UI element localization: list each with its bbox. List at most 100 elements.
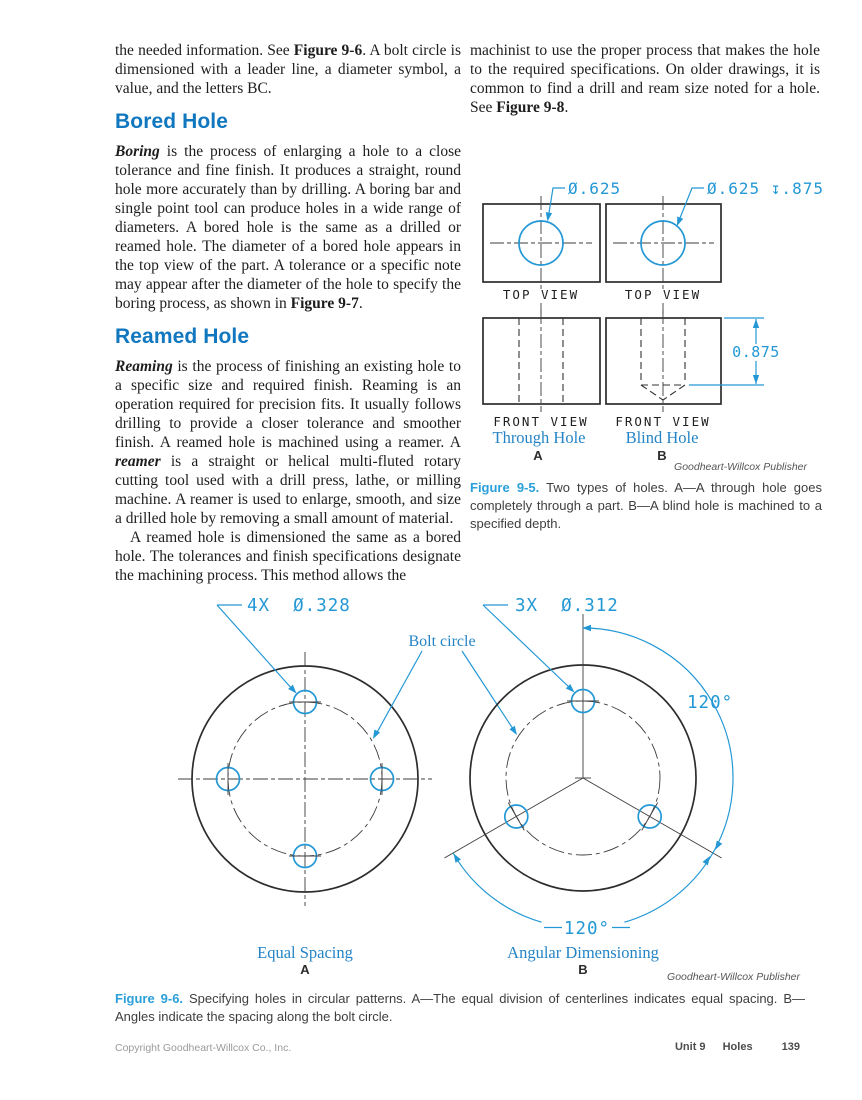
hole-circle xyxy=(637,804,663,829)
paragraph-reamed-dimensioning: A reamed hole is dimensioned the same as… xyxy=(115,529,461,584)
arrowhead-icon xyxy=(677,216,684,226)
arrowhead-icon xyxy=(565,683,575,693)
key-term-reaming: Reaming xyxy=(115,358,173,375)
text-run: is a straight or helical multi-fluted ro… xyxy=(115,453,461,527)
arrowhead-icon xyxy=(453,853,461,863)
figure-9-6-drawing: 4X Ø.328 Bolt circle xyxy=(178,596,734,939)
leader-diameter-left: Ø.625 xyxy=(545,179,621,222)
view-label-top-a: TOP VIEW xyxy=(503,287,579,302)
leader-line xyxy=(547,187,565,220)
part-outline xyxy=(482,203,601,283)
bolt-pattern-equal-spacing xyxy=(178,652,432,906)
arrowhead-icon xyxy=(509,725,517,735)
diameter-dimension: Ø.625 xyxy=(568,179,621,198)
part-outline xyxy=(605,317,722,405)
leader-line xyxy=(461,650,516,733)
label-blind-hole: Blind Hole xyxy=(625,428,699,447)
page-number: 139 xyxy=(781,1041,800,1053)
text-run: . xyxy=(358,295,363,312)
running-footer: Unit 9 Holes 139 xyxy=(675,1041,800,1053)
arrowhead-icon xyxy=(373,729,381,739)
hole-centermark xyxy=(507,802,525,831)
section-label: Holes xyxy=(722,1041,753,1053)
arrowhead-icon xyxy=(715,840,723,850)
text-run: is the process of finishing an existing … xyxy=(115,358,461,451)
figure-9-5-drawing: Ø.625 Ø.625 ↧.875 TOP VIEW TOP VIEW xyxy=(482,179,824,429)
left-column: the needed information. See Figure 9-6. … xyxy=(115,41,461,585)
arrowhead-icon xyxy=(288,684,297,694)
dimension-arc xyxy=(582,627,734,854)
hole-centermark xyxy=(641,802,659,831)
part-outline xyxy=(605,203,722,283)
leader-3x-holes: 3X Ø.312 xyxy=(482,596,619,693)
leader-line xyxy=(216,604,294,691)
hole-dimension-a: 4X Ø.328 xyxy=(247,596,351,616)
leader-line xyxy=(677,187,704,224)
arrowhead-icon xyxy=(702,856,710,866)
key-term-reamer: reamer xyxy=(115,453,161,470)
figure-9-6: 4X Ø.328 Bolt circle xyxy=(115,570,815,939)
view-label-front-b: FRONT VIEW xyxy=(615,414,710,429)
dimension-arc xyxy=(452,852,542,923)
copyright-notice: Copyright Goodheart-Willcox Co., Inc. xyxy=(115,1042,292,1054)
depth-value: 0.875 xyxy=(732,343,780,361)
text-run: machinist to use the proper process that… xyxy=(470,42,820,116)
figure-9-5: Ø.625 Ø.625 ↧.875 TOP VIEW TOP VIEW xyxy=(467,160,860,478)
spoke-centerline xyxy=(444,777,584,859)
figure-9-6-caption: Figure 9-6. Specifying holes in circular… xyxy=(115,990,805,1026)
paragraph-machinist: machinist to use the proper process that… xyxy=(470,41,820,117)
label-through-hole: Through Hole xyxy=(492,428,586,447)
figure-9-5-caption-text: Two types of holes. A—A through hole goe… xyxy=(470,480,822,531)
unit-label: Unit 9 xyxy=(674,1041,706,1053)
angle-value-bottom: 120° xyxy=(564,919,610,938)
leader-diameter-right: Ø.625 ↧.875 xyxy=(677,179,824,226)
text-run: is the process of enlarging a hole to a … xyxy=(115,143,461,312)
label-angular-dimensioning: Angular Dimensioning xyxy=(507,943,659,962)
label-a: A xyxy=(533,448,543,463)
bolt-pattern-angular xyxy=(444,614,722,892)
top-view-through xyxy=(482,196,601,290)
top-view-blind xyxy=(605,196,722,290)
view-label-front-a: FRONT VIEW xyxy=(493,414,588,429)
diameter-depth-dimension: Ø.625 ↧.875 xyxy=(707,179,824,198)
angle-dimension-right: 120° xyxy=(582,624,734,854)
arrowhead-icon xyxy=(752,375,760,384)
heading-reamed-hole: Reamed Hole xyxy=(115,325,250,348)
text-run: . xyxy=(564,99,569,116)
bolt-circle-callout: Bolt circle xyxy=(373,633,517,739)
arrowhead-icon xyxy=(582,624,591,632)
angle-dimension-bottom: 120° xyxy=(452,852,714,939)
publisher-credit: Goodheart-Willcox Publisher xyxy=(674,461,807,473)
label-b: B xyxy=(578,962,588,977)
right-column: machinist to use the proper process that… xyxy=(470,41,820,117)
publisher-credit: Goodheart-Willcox Publisher xyxy=(667,971,800,983)
heading-bored-hole: Bored Hole xyxy=(115,110,229,133)
hole-circle xyxy=(518,220,564,266)
label-equal-spacing: Equal Spacing xyxy=(257,943,353,962)
key-term-boring: Boring xyxy=(115,143,160,160)
figure-reference: Figure 9-6 xyxy=(293,42,363,59)
hole-circle xyxy=(503,804,529,829)
hole-dimension-b: 3X Ø.312 xyxy=(515,596,619,616)
bolt-circle-label: Bolt circle xyxy=(408,633,475,650)
paragraph-intro: the needed information. See Figure 9-6. … xyxy=(115,41,461,98)
figure-9-5-caption-label: Figure 9-5. xyxy=(470,480,540,495)
front-view-through xyxy=(482,310,601,412)
figure-reference: Figure 9-8 xyxy=(496,99,565,116)
angle-value-right: 120° xyxy=(687,693,733,713)
hidden-line-drill-point xyxy=(662,384,686,401)
leader-4x-holes: 4X Ø.328 xyxy=(216,596,351,694)
figure-9-6-caption-text: Specifying holes in circular patterns. A… xyxy=(115,991,805,1024)
arrowhead-icon xyxy=(752,319,760,328)
paragraph-reaming: Reaming is the process of finishing an e… xyxy=(115,357,461,528)
depth-dimension: 0.875 xyxy=(689,317,780,386)
front-view-blind xyxy=(605,310,722,412)
figure-9-6-caption-label: Figure 9-6. xyxy=(115,991,184,1006)
dimension-arc xyxy=(624,852,714,923)
figure-9-5-caption: Figure 9-5. Two types of holes. A—A thro… xyxy=(470,479,822,533)
bolt-circle xyxy=(505,700,661,856)
arrowhead-icon xyxy=(545,212,553,222)
hole-circle xyxy=(640,220,686,266)
view-label-top-b: TOP VIEW xyxy=(625,287,701,302)
